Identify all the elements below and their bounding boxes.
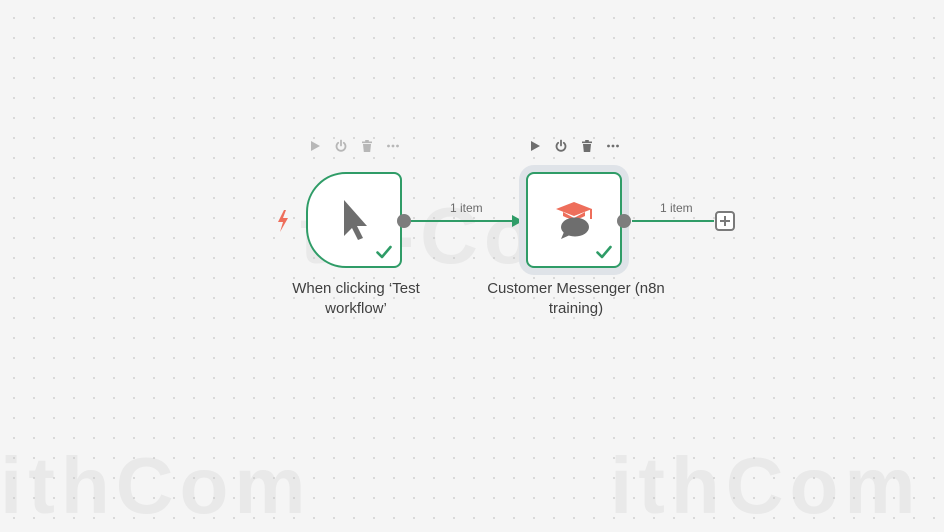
- delete-node-button[interactable]: [579, 138, 595, 154]
- execute-node-button[interactable]: [307, 138, 323, 154]
- power-icon: [555, 139, 567, 152]
- play-icon: [531, 141, 540, 151]
- watermark: ithCom: [610, 441, 922, 530]
- more-icon: [607, 144, 619, 148]
- edge-item-count: 1 item: [660, 201, 693, 215]
- more-icon: [387, 144, 399, 148]
- node-options-button[interactable]: [605, 138, 621, 154]
- watermark: ithCom: [0, 441, 312, 530]
- customer-messenger-node[interactable]: [526, 172, 622, 268]
- trash-icon: [362, 140, 372, 152]
- cursor-icon: [344, 200, 367, 240]
- trash-icon: [582, 140, 592, 152]
- messenger-node-label: Customer Messenger (n8n training): [487, 280, 665, 317]
- deactivate-node-button[interactable]: [333, 138, 349, 154]
- delete-node-button[interactable]: [359, 138, 375, 154]
- trigger-node-toolbar: [307, 138, 401, 154]
- trigger-node[interactable]: [306, 172, 402, 268]
- power-icon: [335, 139, 347, 152]
- deactivate-node-button[interactable]: [553, 138, 569, 154]
- trigger-output-handle[interactable]: [397, 214, 411, 228]
- execute-node-button[interactable]: [527, 138, 543, 154]
- plus-icon: [720, 216, 730, 226]
- messenger-output-handle[interactable]: [617, 214, 631, 228]
- trigger-bolt-icon: [278, 210, 288, 232]
- play-icon: [311, 141, 320, 151]
- success-check-icon: [376, 245, 392, 259]
- messenger-node-toolbar: [527, 138, 621, 154]
- trigger-node-label: When clicking ‘Test workflow’: [292, 280, 420, 317]
- success-check-icon: [596, 245, 612, 259]
- node-options-button[interactable]: [385, 138, 401, 154]
- edge-item-count: 1 item: [450, 201, 483, 215]
- add-node-button[interactable]: [715, 211, 735, 231]
- graduation-chat-icon: [556, 202, 592, 239]
